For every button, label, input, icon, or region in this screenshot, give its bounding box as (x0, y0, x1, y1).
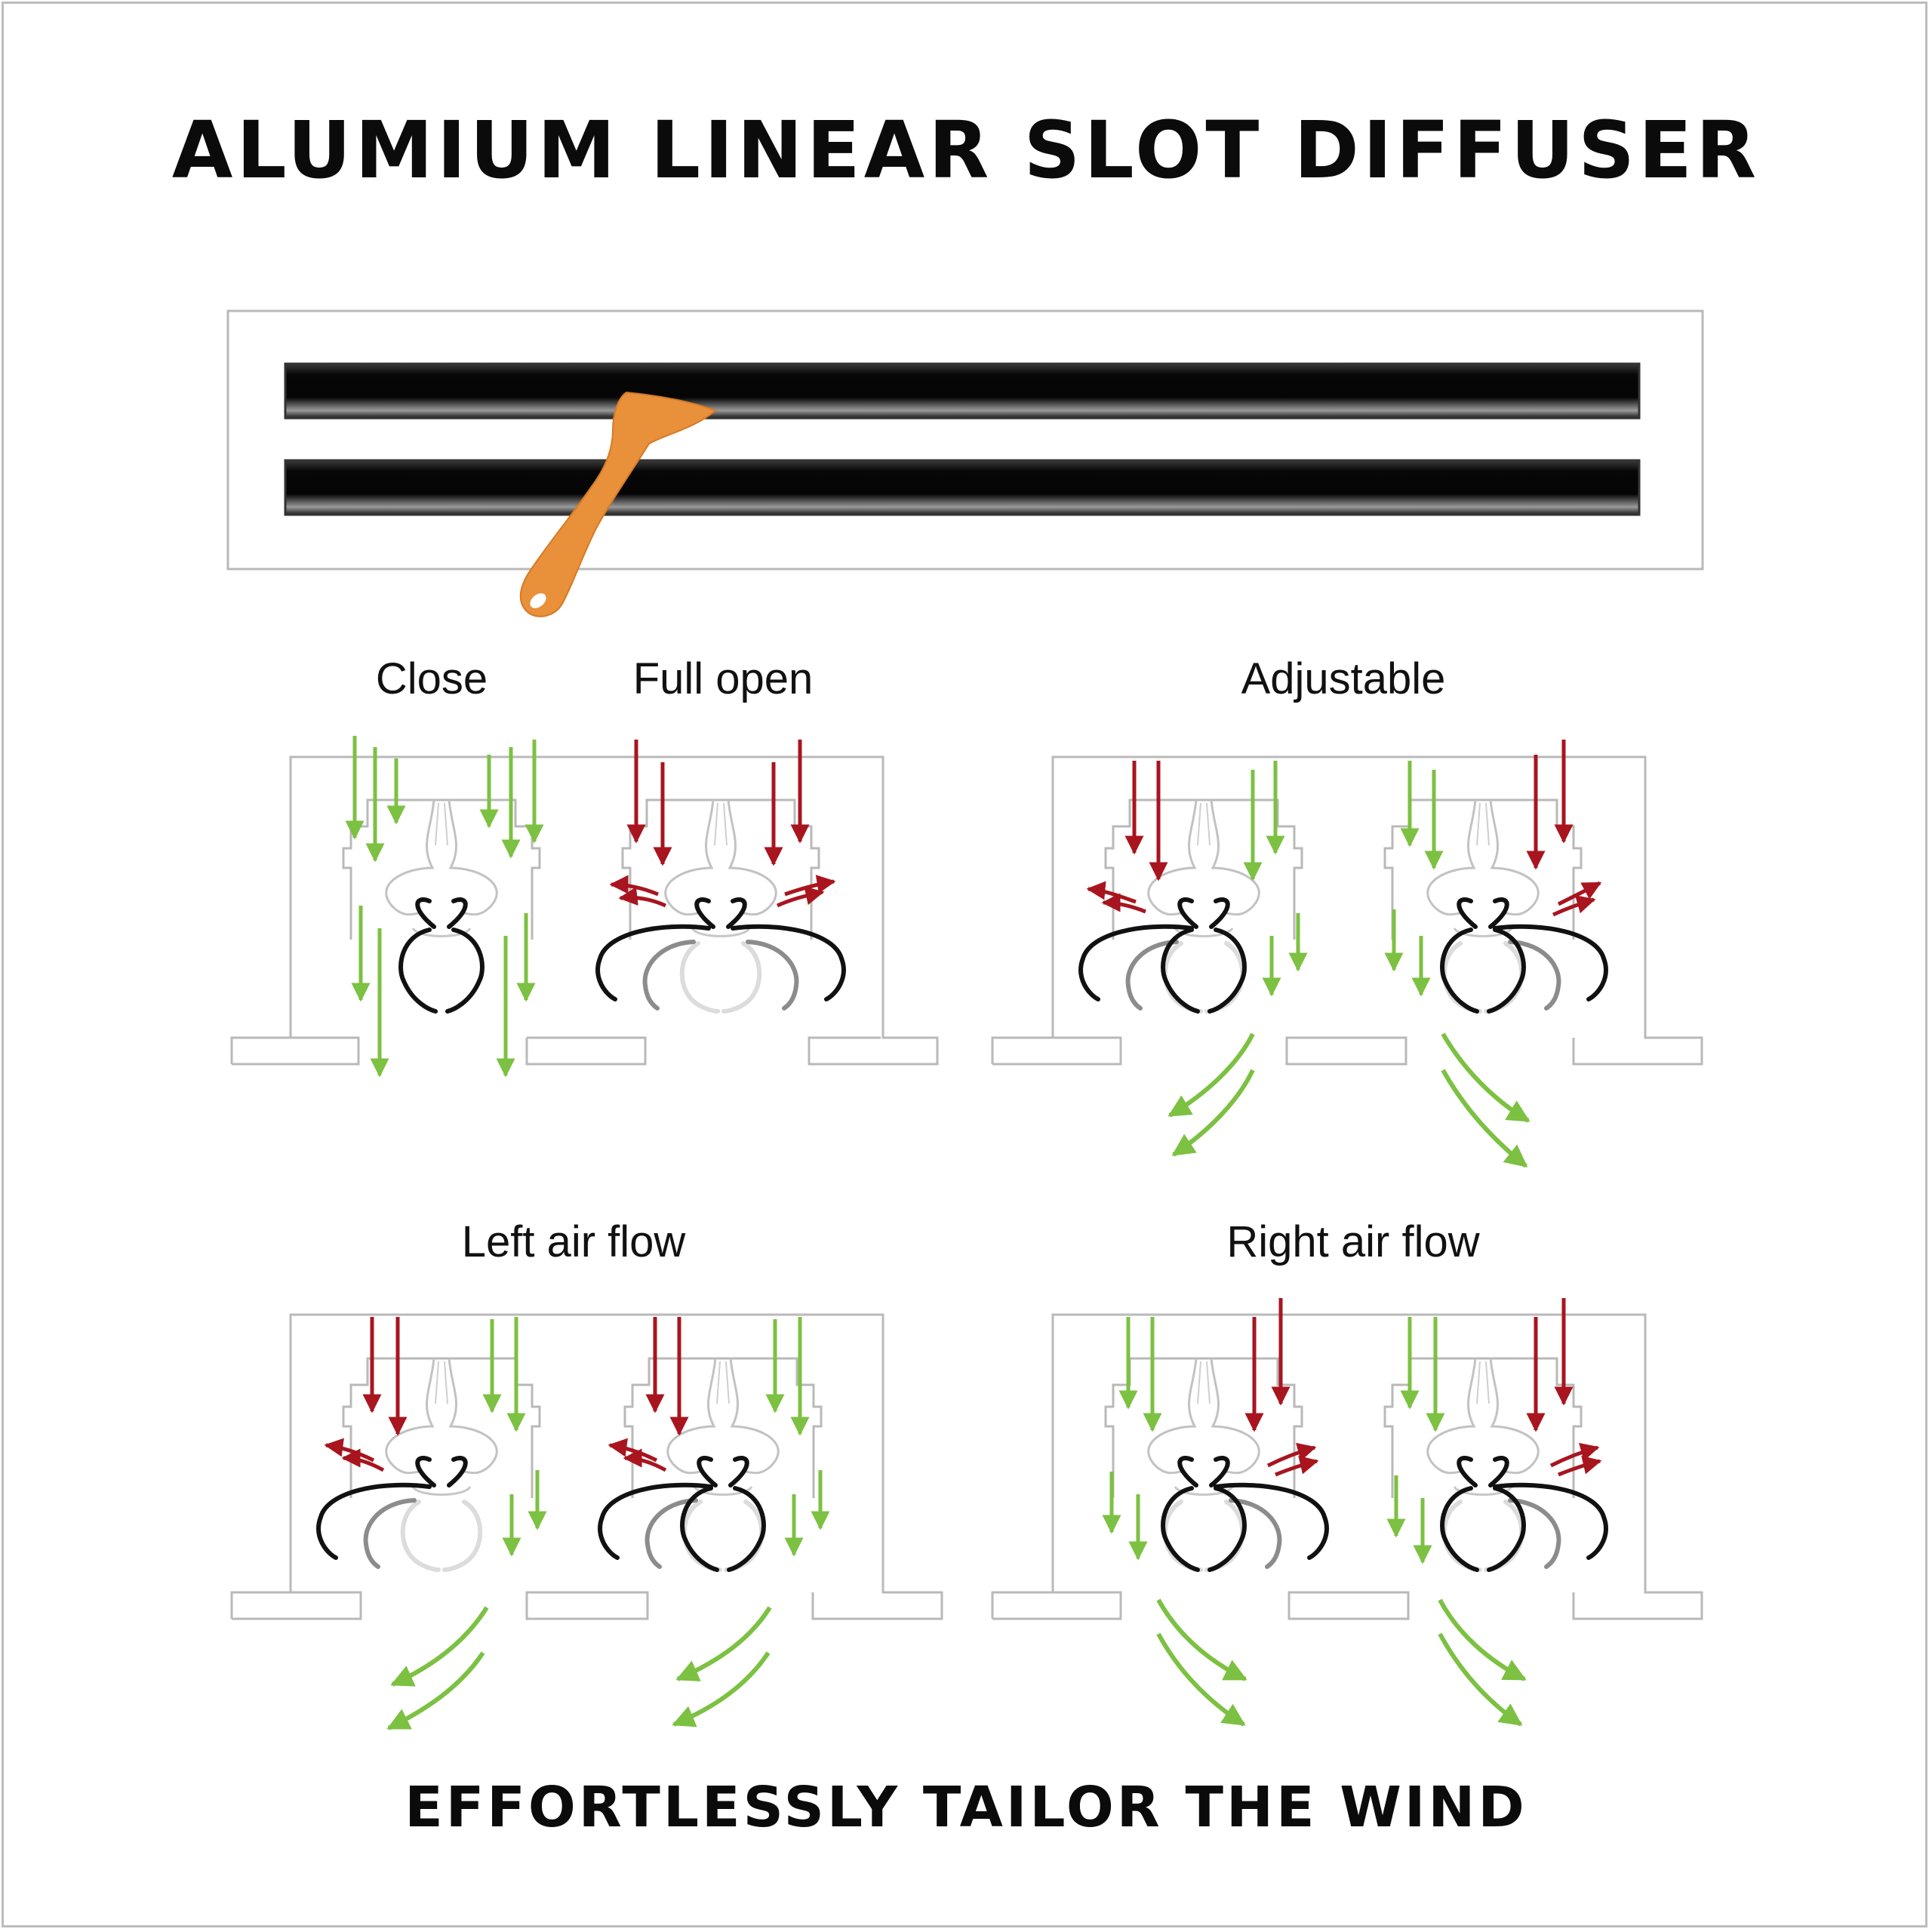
page-title: ALUMIUM LINEAR SLOT DIFFUSER (171, 104, 1761, 196)
caption-close: Close (375, 654, 488, 703)
caption-left-air-flow: Left air flow (461, 1217, 686, 1266)
adjustment-key-icon (519, 391, 717, 617)
diffuser-face (226, 309, 1704, 571)
housing-close-full-open (230, 755, 939, 1066)
airflow-close (345, 736, 544, 1078)
airflow-left-return (324, 1317, 689, 1472)
caption-full-open: Full open (632, 654, 814, 703)
slot-upper (284, 362, 1641, 420)
housing-left-air-flow (230, 1313, 943, 1620)
housing-adjustable (991, 755, 1703, 1066)
caption-right-air-flow: Right air flow (1226, 1217, 1480, 1266)
airflow-left-supply (386, 1317, 830, 1730)
airflow-adjustable-return (1086, 740, 1602, 917)
airflow-right-supply (1102, 1317, 1527, 1727)
caption-adjustable: Adjustable (1241, 654, 1446, 703)
airflow-right-return (1244, 1298, 1602, 1477)
airflow-full-open-return (609, 740, 836, 908)
slot-right-air-flow-2 (1383, 1357, 1606, 1570)
airflow-adjustable-supply (1168, 761, 1531, 1168)
slot-left-air-flow-1 (318, 1357, 541, 1570)
slot-left-air-flow-2 (600, 1357, 823, 1570)
housing-right-air-flow (991, 1313, 1703, 1620)
tagline: EFFORTLESSLY TAILOR THE WIND (405, 1775, 1527, 1840)
slot-lower (284, 459, 1641, 516)
slot-adjustable-left (1081, 798, 1303, 1011)
